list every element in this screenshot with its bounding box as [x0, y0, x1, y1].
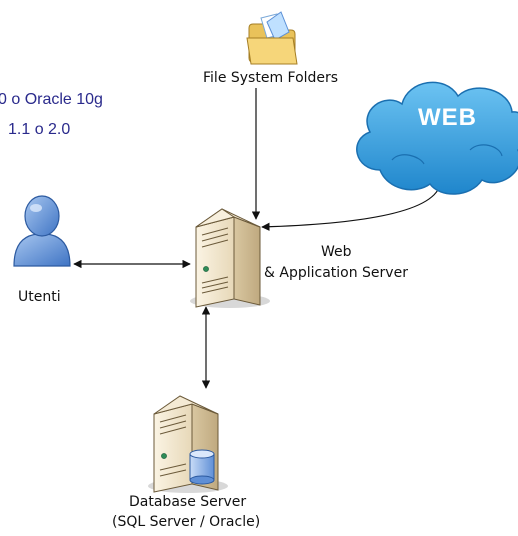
cloud-icon: [356, 81, 518, 195]
connectors: [73, 88, 441, 389]
database-server-icon: [148, 395, 228, 493]
partial-text-line-1: 0 o Oracle 10g: [0, 91, 103, 108]
users-label: Utenti: [18, 289, 61, 305]
user-icon: [13, 195, 71, 267]
arrow-web-to-app: [261, 184, 441, 231]
app-server-label-line-2: & Application Server: [264, 265, 408, 281]
db-server-label-line-1: Database Server: [129, 494, 247, 510]
app-server-label-line-1: Web: [321, 244, 352, 260]
web-cloud-label: WEB: [418, 104, 477, 131]
partial-text-line-2: 1.1 o 2.0: [8, 121, 71, 138]
folder-icon: [246, 11, 298, 65]
server-tower-icon: [190, 208, 270, 308]
folders-label: File System Folders: [203, 70, 339, 86]
database-cylinder-icon: [189, 449, 215, 485]
db-server-label-line-2: (SQL Server / Oracle): [112, 514, 261, 530]
